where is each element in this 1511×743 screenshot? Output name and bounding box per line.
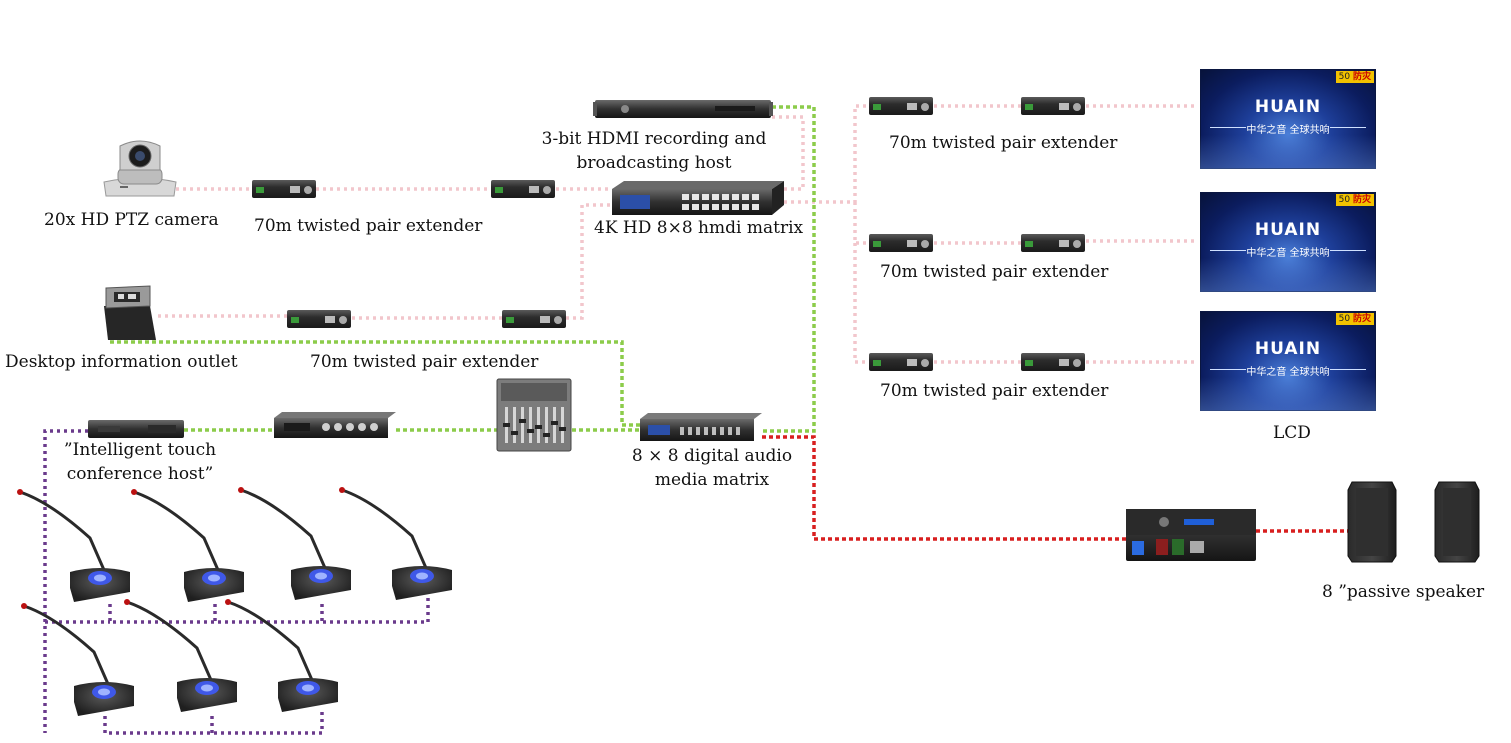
extender-camera-rx [491,180,555,198]
extender-desktop-rx [502,310,566,328]
line-recorder-to-matrix [772,115,805,191]
line-conference-row1 [108,594,430,624]
desktop-information-outlet [104,285,156,340]
slogan-rule [1210,250,1246,251]
channel-tag: 防灾 [1352,314,1371,324]
extender-lcd1-tx [869,97,933,115]
speaker-label: 8 ”passive speaker [1322,582,1485,602]
conference-microphone [131,489,244,602]
slogan-rule [1210,127,1246,128]
audio-matrix-label-line2: media matrix [654,470,770,490]
extender-desktop-label: 70m twisted pair extender [310,352,539,372]
conference-connections [43,429,430,735]
channel-number: 50 [1338,314,1351,324]
digital-audio-matrix [640,413,762,441]
line-conference-row2 [103,712,324,735]
line-lcd2-extenders [934,239,1198,245]
screen-floor-glow [1200,258,1376,292]
extender-lcd3-label: 70m twisted pair extender [880,381,1109,401]
lcd-label: LCD [1273,423,1311,443]
channel-tag: 防灾 [1352,72,1371,82]
speaker-connections [762,435,1350,541]
channel-number: 50 [1338,195,1351,205]
ptz-camera [103,140,177,197]
audio-mixer [496,378,572,452]
conference-microphone [238,487,351,600]
extender-lcd1-label: 70m twisted pair extender [889,133,1118,153]
line-desktop-to-audio-matrix [110,340,640,427]
line-audio-matrix-to-amplifier [762,435,1126,541]
lcd-screen: 50 防灾 HUAIN 中华之音 全球共响 [1200,192,1376,292]
conference-microphone [339,487,452,600]
audio-connections [110,105,816,433]
hdmi-matrix-label: 4K HD 8×8 hmdi matrix [594,218,804,238]
conference-microphone [17,489,130,602]
conference-host-label-line1: ”Intelligent touch [63,440,217,460]
extender-lcd2-label: 70m twisted pair extender [880,262,1109,282]
desktop-outlet-label: Desktop information outlet [5,352,238,372]
extender-camera-label: 70m twisted pair extender [254,216,483,236]
channel-badge: 50 防灾 [1335,194,1374,206]
hdmi-matrix [612,181,784,215]
extender-lcd3-tx [869,353,933,371]
recording-host-label-line1: 3-bit HDMI recording and [541,129,767,149]
extender-lcd3-rx [1021,353,1085,371]
channel-badge: 50 防灾 [1335,313,1374,325]
screen-floor-glow [1200,135,1376,169]
line-recorder-to-audio-matrix [762,105,816,433]
extender-lcd2-tx [869,234,933,252]
slogan-rule [1330,127,1366,128]
extender-camera-tx [252,180,316,198]
conference-host [88,420,184,438]
line-conference-bus-left [43,429,88,733]
extender-lcd2-rx [1021,234,1085,252]
passive-speaker-left [1347,481,1397,563]
hdmi-connections [158,104,1198,364]
line-matrix-to-lcd-trunk [784,104,869,364]
huain-logo: HUAIN [1254,220,1322,240]
slogan-rule [1330,369,1366,370]
screen-slogan: 中华之音 全球共响 [1246,248,1330,259]
huain-logo: HUAIN [1254,97,1322,117]
power-amplifier [1126,509,1256,561]
extender-lcd1-rx [1021,97,1085,115]
lcd-screen: 50 防灾 HUAIN 中华之音 全球共响 [1200,311,1376,411]
slogan-rule [1330,250,1366,251]
conference-microphone [225,599,338,712]
line-desktop-extender-to-matrix [566,203,612,320]
huain-logo: HUAIN [1254,339,1322,359]
channel-badge: 50 防灾 [1335,71,1374,83]
recording-host-label-line2: broadcasting host [576,153,732,173]
ptz-camera-label: 20x HD PTZ camera [44,210,219,230]
screen-slogan: 中华之音 全球共响 [1246,125,1330,136]
passive-speaker-right [1434,481,1480,563]
slogan-rule [1210,369,1246,370]
channel-tag: 防灾 [1352,195,1371,205]
audio-matrix-label-line1: 8 × 8 digital audio [631,446,793,466]
conference-microphone [21,603,134,716]
conference-microphone [124,599,237,712]
hdmi-recording-host [593,100,773,118]
extender-desktop-tx [287,310,351,328]
screen-slogan: 中华之音 全球共响 [1246,367,1330,378]
screen-floor-glow [1200,377,1376,411]
channel-number: 50 [1338,72,1351,82]
conference-host-label-line2: conference host” [66,464,214,484]
audio-processor [274,412,396,438]
lcd-screen: 50 防灾 HUAIN 中华之音 全球共响 [1200,69,1376,169]
